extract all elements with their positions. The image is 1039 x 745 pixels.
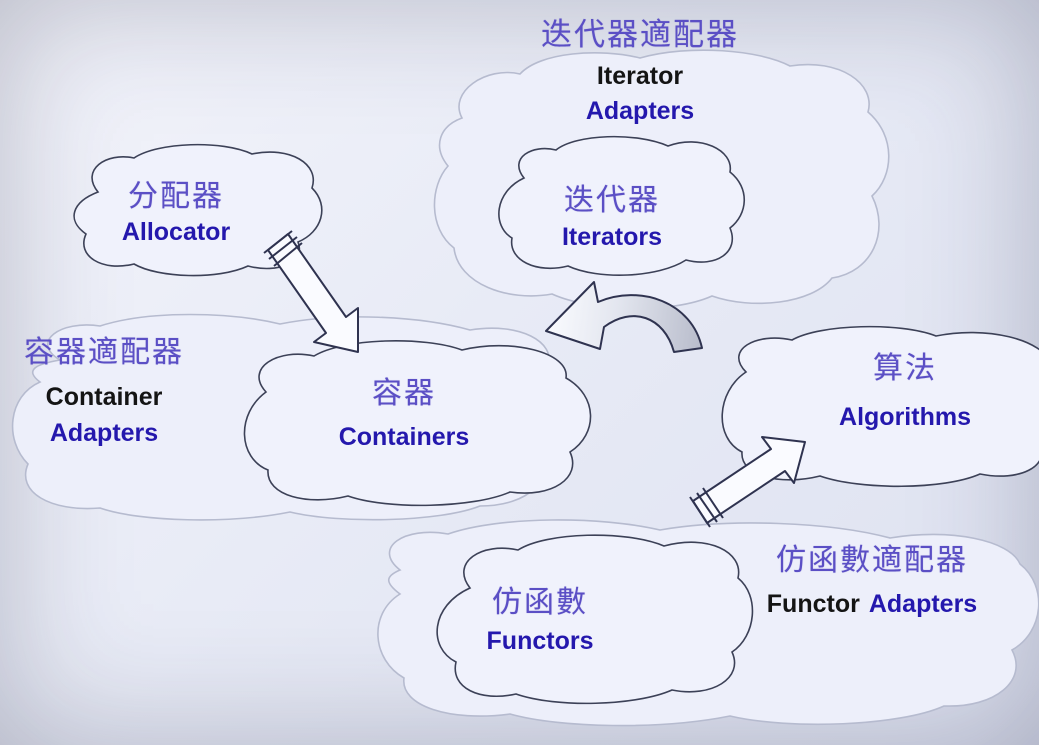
label-allocator-en: Allocator: [121, 218, 231, 246]
label-functor-adapters-en-word2: Adapters: [868, 590, 978, 618]
label-functor-adapters-en: Functor Adapters: [767, 590, 977, 618]
label-iterators-zh: 迭代器: [564, 184, 660, 217]
label-containers-en: Containers: [338, 423, 470, 451]
label-allocator-zh: 分配器: [128, 180, 224, 213]
label-algorithms-zh: 算法: [873, 352, 937, 385]
arrow-functors-to-algorithms: [689, 436, 806, 528]
label-algorithms-en: Algorithms: [839, 403, 971, 431]
label-iterator-adapters-zh: 迭代器適配器: [541, 17, 739, 52]
label-iterators-en: Iterators: [561, 223, 663, 251]
label-container-adapters-en2: Adapters: [49, 419, 159, 447]
label-functor-adapters-en-word1: Functor: [766, 590, 860, 618]
arrow-allocator-to-containers: [263, 230, 359, 353]
cloud-functors: [436, 534, 754, 705]
label-iterator-adapters-en2: Adapters: [585, 97, 695, 125]
label-functors-zh: 仿函數: [492, 586, 588, 619]
label-functor-adapters-zh: 仿函數適配器: [776, 544, 968, 577]
label-containers-zh: 容器: [372, 377, 436, 410]
label-functors-en: Functors: [486, 627, 594, 655]
cloud-iterators: [498, 135, 745, 276]
label-iterator-adapters-en1: Iterator: [596, 62, 684, 90]
cloud-allocator: [73, 143, 323, 277]
arrow-algorithms-to-iterators-curved: [545, 281, 703, 353]
label-container-adapters-en1: Container: [45, 383, 163, 411]
label-container-adapters-zh: 容器適配器: [24, 336, 184, 369]
